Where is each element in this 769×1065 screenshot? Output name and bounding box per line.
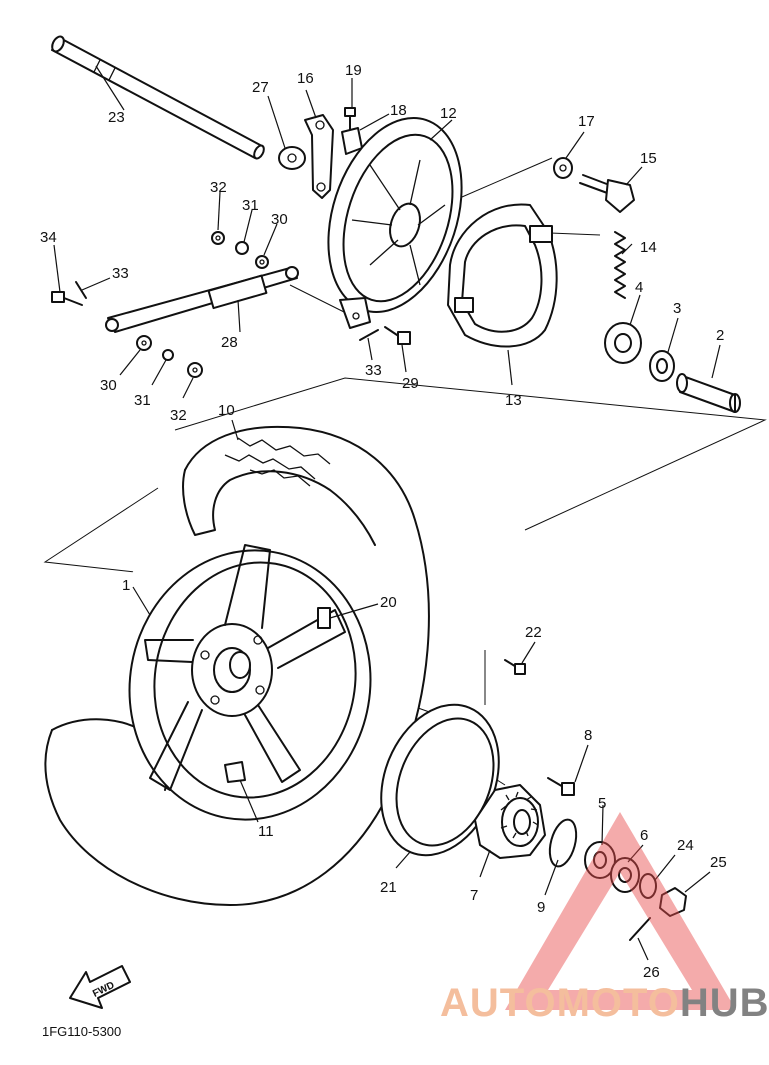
washer-part <box>553 157 573 179</box>
callout-number: 4 <box>635 279 643 296</box>
watermark-brand-part2: HUB <box>680 981 769 1025</box>
cotter-pin-part <box>629 917 651 941</box>
callout-number: 15 <box>640 150 657 167</box>
bearing-part <box>584 841 616 879</box>
callout-number: 25 <box>710 854 727 871</box>
bolt-part <box>384 326 411 345</box>
washer-part <box>136 335 152 351</box>
bearing-part <box>610 857 640 893</box>
nut-part <box>659 887 687 917</box>
hub-cover-part <box>380 703 500 857</box>
callout-number: 3 <box>673 300 681 317</box>
callout-number: 17 <box>578 113 595 130</box>
callout-number: 28 <box>221 334 238 351</box>
bolt-part <box>547 777 575 796</box>
tension-bar-part <box>105 266 299 333</box>
washer-part <box>162 349 174 361</box>
clutch-hub-part <box>474 784 546 859</box>
callout-number: 26 <box>643 964 660 981</box>
triangle-logo-icon <box>505 812 736 1010</box>
washer-part <box>255 255 269 269</box>
oil-seal-part <box>649 350 675 382</box>
callout-number: 8 <box>584 727 592 744</box>
washer-part <box>278 146 306 170</box>
spacer-part <box>676 373 741 413</box>
callout-number: 29 <box>402 375 419 392</box>
callout-number: 23 <box>108 109 125 126</box>
callout-number: 30 <box>100 377 117 394</box>
callout-number: 11 <box>258 823 274 840</box>
drawing-code: 1FG110-5300 <box>42 1024 121 1039</box>
nut-part <box>211 231 225 245</box>
bolt-part <box>504 659 526 675</box>
callout-number: 33 <box>365 362 382 379</box>
watermark-brand-part1: AUTOMOTO <box>440 981 680 1025</box>
leader-lines <box>53 65 721 961</box>
callout-number: 31 <box>134 392 151 409</box>
callout-number: 16 <box>297 70 314 87</box>
brake-shoe-part <box>447 203 558 348</box>
brake-link-part <box>304 114 334 199</box>
callout-number: 22 <box>525 624 542 641</box>
callout-number: 32 <box>170 407 187 424</box>
callout-number: 12 <box>440 105 457 122</box>
callout-number: 21 <box>380 879 397 896</box>
callout-number: 10 <box>218 402 235 419</box>
forward-direction-arrow: FWD <box>69 965 131 1009</box>
cotter-pin-part <box>75 281 87 299</box>
callout-number: 24 <box>677 837 694 854</box>
callout-number: 14 <box>640 239 657 256</box>
watermark-brand: AUTOMOTOHUB <box>440 981 769 1025</box>
bolt-part <box>344 107 356 131</box>
bolt-part <box>51 291 83 306</box>
axle-part <box>51 35 265 160</box>
washer-part <box>639 873 657 899</box>
callout-number: 1 <box>122 577 130 594</box>
callout-number: 27 <box>252 79 269 96</box>
callout-number: 2 <box>716 327 724 344</box>
washer-part <box>235 241 249 255</box>
bearing-part <box>604 322 642 364</box>
callout-number: 33 <box>112 265 129 282</box>
brake-plate-part <box>327 116 463 329</box>
nut-part <box>187 362 203 378</box>
callout-number: 34 <box>40 229 57 246</box>
callout-number: 31 <box>242 197 259 214</box>
cotter-pin-part <box>359 329 379 341</box>
spring-part <box>614 231 626 299</box>
brake-cam-part <box>579 174 635 213</box>
callout-number: 19 <box>345 62 362 79</box>
callout-number: 7 <box>470 887 478 904</box>
wheel-hub-part <box>128 544 372 821</box>
callout-number: 32 <box>210 179 227 196</box>
callout-number: 9 <box>537 899 545 916</box>
watermark-logo: AUTOMOTOHUB <box>440 812 769 1025</box>
callout-number: 18 <box>390 102 407 119</box>
callout-number: 6 <box>640 827 648 844</box>
callout-number: 20 <box>380 594 397 611</box>
callouts: 1 2 3 4 5 6 7 8 9 10 11 12 13 14 15 16 1… <box>40 62 727 981</box>
callout-number: 30 <box>271 211 288 228</box>
callout-number: 5 <box>598 795 606 812</box>
callout-number: 13 <box>505 392 522 409</box>
o-ring-part <box>548 818 578 868</box>
